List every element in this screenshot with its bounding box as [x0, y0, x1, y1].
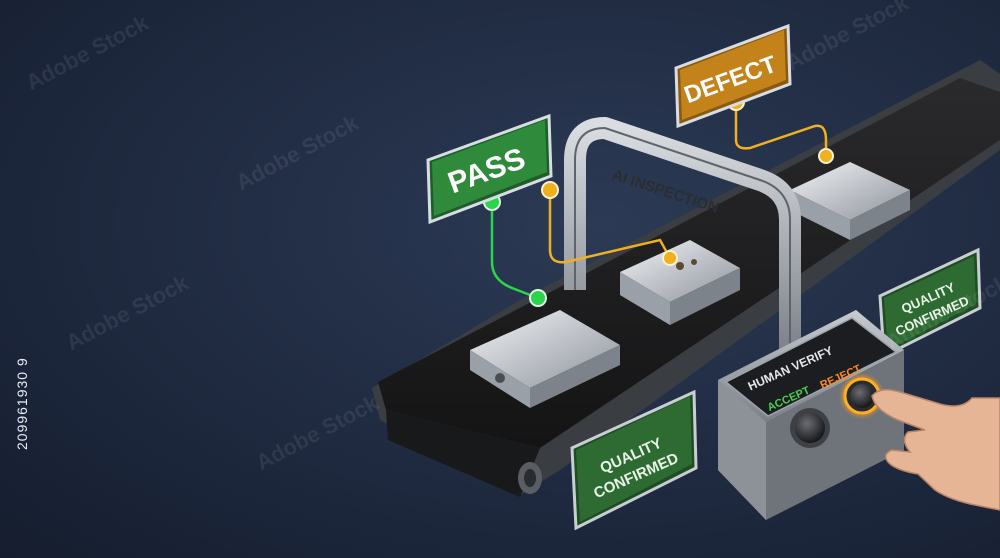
hand-icon	[871, 389, 1000, 511]
pass-node-bottom	[529, 289, 547, 307]
accept-button[interactable]	[790, 408, 830, 448]
part-back	[790, 162, 910, 240]
stock-id: 209961930 9	[14, 357, 30, 450]
inspect-node-bottom	[662, 250, 678, 266]
reject-button[interactable]	[839, 373, 885, 419]
pass-sign: PASS	[426, 113, 553, 225]
human-verify-panel: HUMAN VERIFY ACCEPT REJECT	[718, 310, 904, 520]
gate-label: AI INSPECTION	[610, 167, 721, 217]
quality-sign-left: QUALITY CONFIRMED	[570, 389, 698, 531]
inspect-node-top	[541, 181, 559, 199]
quality-sign-right: QUALITY CONFIRMED	[878, 247, 982, 359]
part-middle	[620, 240, 740, 325]
part-front	[470, 310, 620, 408]
defect-sign: DEFECT	[674, 23, 792, 129]
defect-node-bottom	[818, 148, 834, 164]
